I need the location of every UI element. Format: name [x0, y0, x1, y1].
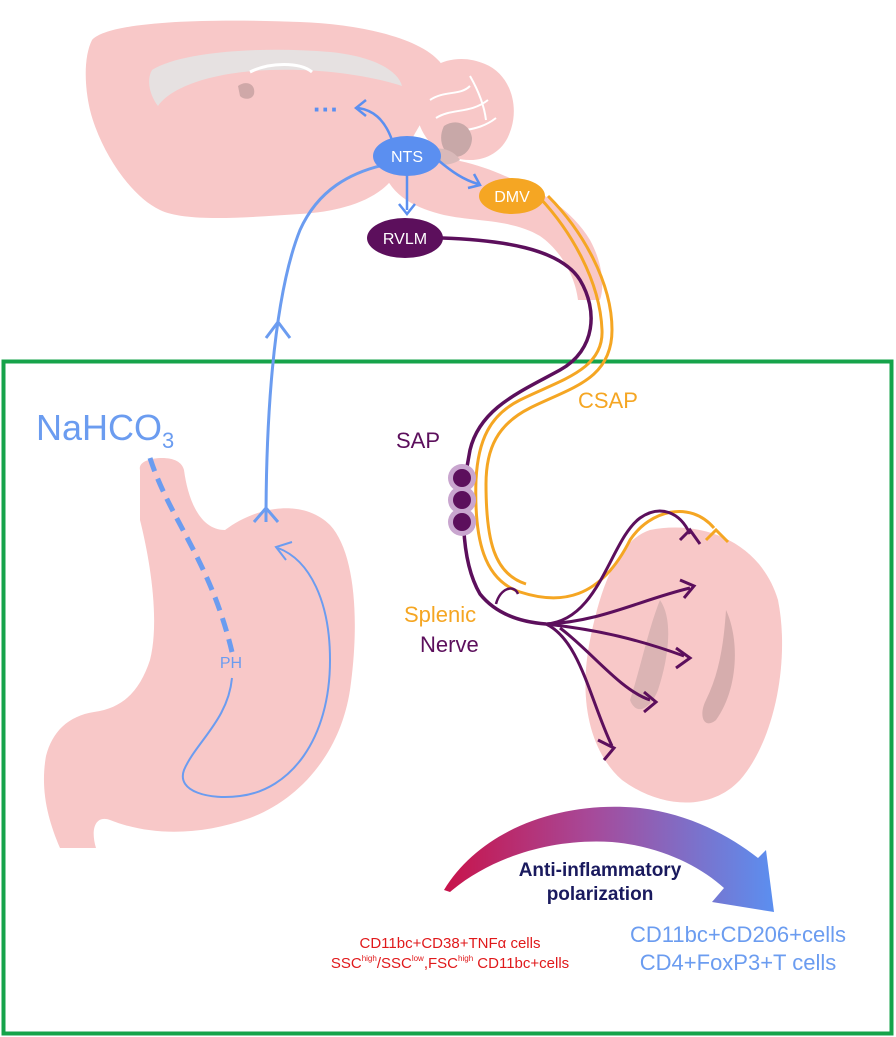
branch-arrowhead-3 — [675, 646, 693, 670]
pons-structure — [441, 122, 472, 157]
ssc-text: SSC — [331, 955, 362, 972]
afferent-chevron-lower — [252, 505, 280, 523]
ssc-low-text: /SSC — [377, 955, 412, 972]
dmv-csap-fiber — [474, 196, 716, 600]
polarization-line2: polarization — [547, 884, 654, 905]
nts-to-rvlm-arrowhead — [398, 203, 416, 217]
nts-to-dmv-arrow — [437, 159, 479, 186]
after-cells-line1: CD11bc+CD206+cells — [630, 922, 846, 947]
rvlm-label: RVLM — [383, 231, 427, 248]
before-cells-line1: CD11bc+CD38+TNFα cells — [360, 935, 541, 952]
cerebellum-folia — [429, 75, 497, 137]
nerve-label: Nerve — [420, 632, 479, 657]
stomach-illustration — [43, 458, 355, 848]
csap-label: CSAP — [578, 388, 638, 413]
polarization-line1: Anti-inflammatory — [519, 860, 682, 881]
ssc-high-sup: high — [362, 954, 377, 963]
sap-ganglion — [448, 464, 476, 536]
cd11bc-text: CD11bc+cells — [473, 955, 569, 972]
dmv-label: DMV — [494, 189, 530, 206]
splenic-branch-2 — [545, 586, 691, 626]
nts-node — [373, 136, 441, 176]
fsc-high-sup: high — [458, 954, 473, 963]
dmv-csap-fiber-inner — [546, 194, 614, 331]
spleen-illustration — [585, 527, 783, 803]
splenic-branch-4 — [545, 622, 614, 747]
dmv-node — [479, 178, 545, 214]
spleen-context-frame — [1, 359, 894, 1036]
rvlm-node — [367, 218, 443, 258]
gastric-curve-arrowhead — [274, 541, 293, 561]
splenic-branch-3 — [545, 622, 685, 658]
nts-label: NTS — [391, 149, 423, 166]
afferent-chevron-upper — [264, 319, 292, 339]
branch-arrowhead-4 — [597, 738, 617, 761]
before-cells-line2: SSChigh/SSClow,FSChigh CD11bc+cells — [331, 954, 569, 972]
splenic-branch-1 — [545, 509, 692, 626]
branch-arrowhead-5 — [643, 690, 659, 714]
nts-to-ellipsis-arrow — [357, 106, 394, 141]
splenic-label: Splenic — [404, 602, 476, 627]
after-cells-line2: CD4+FoxP3+T cells — [640, 950, 836, 975]
nahco3-subscript: 3 — [162, 428, 174, 453]
brain-illustration — [85, 20, 603, 300]
nts-to-ellipsis-arrowhead — [353, 99, 367, 117]
gastric-sensing-curve — [181, 547, 332, 798]
csap-fiber-outer — [484, 329, 614, 586]
hippocampus — [249, 63, 313, 74]
nts-to-dmv-arrowhead — [467, 173, 482, 190]
brainstem — [380, 155, 603, 300]
rvlm-sap-fiber — [441, 236, 593, 626]
csap-terminal-arrowhead — [704, 527, 730, 544]
polarization-arrow — [444, 806, 774, 912]
nahco3-base: NaHCO — [36, 407, 162, 448]
spleen-hilum-2 — [702, 610, 735, 724]
spleen-hilum-1 — [630, 600, 669, 710]
branch-arrowhead-2 — [679, 578, 697, 599]
vagal-afferent-line — [264, 162, 389, 523]
splenic-branch-5 — [559, 626, 651, 702]
ph-label: PH — [220, 655, 242, 672]
branch-arrowhead-1 — [678, 527, 702, 545]
esophagus-ph-line — [147, 457, 235, 653]
brain-ellipsis-label: ··· — [313, 94, 339, 124]
ventricle — [238, 83, 255, 99]
splenic-loop — [494, 587, 520, 605]
corpus-callosum — [149, 49, 402, 106]
spleen-body — [585, 527, 783, 803]
fsc-text: ,FSC — [424, 955, 458, 972]
ssc-low-sup: low — [412, 954, 424, 963]
nahco3-label: NaHCO3 — [36, 407, 174, 453]
sap-label: SAP — [396, 428, 440, 453]
